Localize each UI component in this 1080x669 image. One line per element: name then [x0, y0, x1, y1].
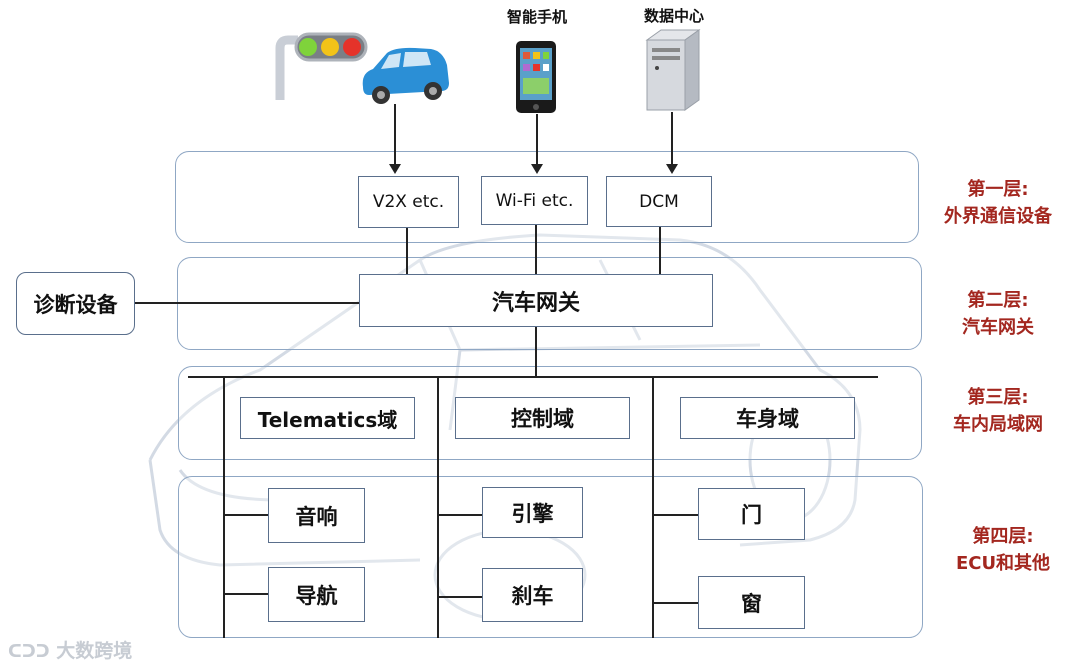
link-door [652, 514, 698, 516]
arrow-phone-line [536, 114, 538, 166]
can-bus-line [188, 376, 878, 378]
layer2-label: 第二层: 汽车网关 [933, 287, 1063, 341]
watermark-text: 大数跨境 [56, 640, 133, 662]
phone-label: 智能手机 [506, 8, 567, 26]
brake-ecu-box: 刹车 [482, 568, 583, 622]
layer3-label: 第三层: 车内局域网 [933, 384, 1063, 438]
control-domain-box: 控制域 [455, 397, 630, 439]
link-wifi-gateway [535, 225, 537, 274]
server-icon [645, 29, 701, 111]
datacenter-label: 数据中心 [643, 7, 704, 25]
layer3-title: 第三层: [967, 387, 1029, 408]
arrow-phone-head [531, 164, 543, 174]
layer4-desc: ECU和其他 [955, 553, 1051, 574]
v2x-box: V2X etc. [358, 176, 459, 228]
layer2-desc: 汽车网关 [962, 317, 1034, 338]
link-diagnostic-gateway [135, 302, 360, 304]
link-window [652, 602, 698, 604]
layer4-title: 第四层: [972, 526, 1034, 547]
wifi-box: Wi-Fi etc. [481, 176, 588, 225]
control-trunk [437, 376, 439, 638]
car-icon [362, 47, 449, 104]
dcm-box: DCM [606, 176, 712, 227]
layer4-label: 第四层: ECU和其他 [938, 523, 1068, 577]
watermark: ᑕᑐᑐ 大数跨境 [8, 636, 132, 663]
link-gateway-bus [535, 327, 537, 377]
body-trunk [652, 376, 654, 638]
arrow-server-head [666, 164, 678, 174]
link-v2x-gateway [406, 228, 408, 274]
watermark-logo-icon: ᑕᑐᑐ [8, 642, 50, 662]
engine-ecu-box: 引擎 [482, 487, 583, 538]
link-audio [223, 514, 268, 516]
layer1-title: 第一层: [967, 179, 1029, 200]
telematics-trunk [223, 376, 225, 638]
arrow-car-line [394, 104, 396, 166]
door-ecu-box: 门 [698, 488, 805, 540]
window-ecu-box: 窗 [698, 576, 805, 629]
nav-ecu-box: 导航 [268, 567, 365, 622]
link-brake [437, 596, 482, 598]
link-engine [437, 514, 482, 516]
layer1-desc: 外界通信设备 [944, 206, 1052, 227]
smartphone-icon [516, 41, 556, 113]
gateway-box: 汽车网关 [359, 274, 713, 327]
link-dcm-gateway [659, 227, 661, 274]
layer2-title: 第二层: [967, 290, 1029, 311]
diagnostic-device-box: 诊断设备 [16, 272, 135, 335]
telematics-domain-box: Telematics域 [240, 397, 415, 439]
layer1-label: 第一层: 外界通信设备 [933, 176, 1063, 230]
traffic-light-icon [275, 32, 368, 100]
audio-ecu-box: 音响 [268, 488, 365, 543]
layer3-desc: 车内局域网 [953, 414, 1043, 435]
body-domain-box: 车身域 [680, 397, 855, 439]
arrow-car-head [389, 164, 401, 174]
arrow-server-line [671, 112, 673, 166]
link-nav [223, 593, 268, 595]
